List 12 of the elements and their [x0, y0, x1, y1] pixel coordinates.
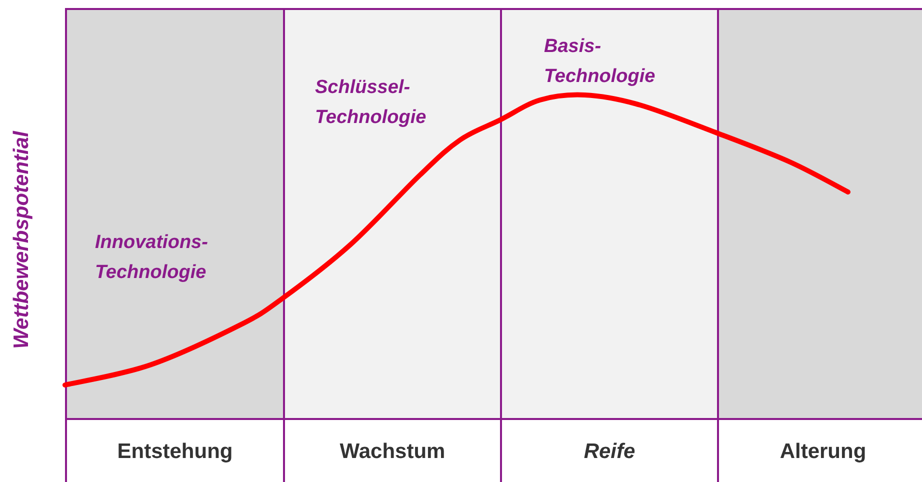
phase-band: [717, 8, 922, 420]
phase-band: [500, 8, 717, 420]
technology-label: Basis-Technologie: [544, 35, 656, 89]
phase-label: Wachstum: [338, 440, 446, 464]
phase-band: [65, 8, 283, 420]
technology-label: Innovations-Technologie: [95, 231, 209, 285]
phase-band: [283, 8, 500, 420]
technology-label: Schlüssel-Technologie: [315, 76, 428, 130]
phase-label: Reife: [582, 440, 636, 464]
phase-label: Alterung: [778, 440, 868, 464]
phase-label: Entstehung: [116, 440, 234, 464]
axis-label: Wettbewerbspotential: [10, 131, 34, 349]
